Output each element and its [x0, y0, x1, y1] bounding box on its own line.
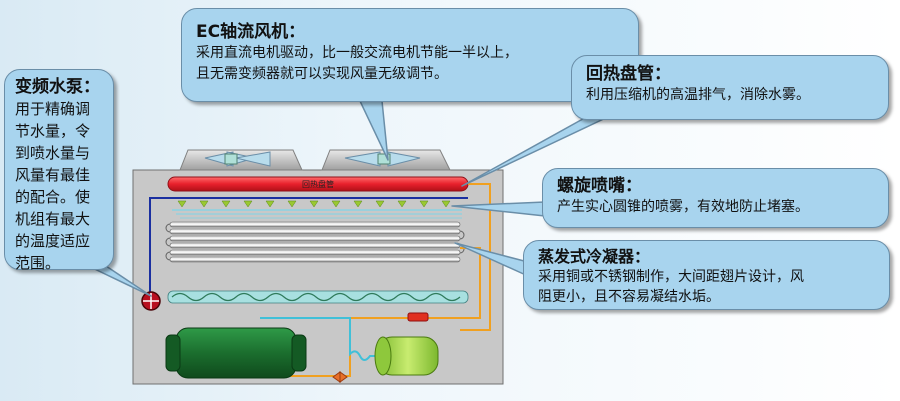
callout-text-line: 机组有最大 [15, 210, 91, 228]
callout-text-line: 用于精确调 [15, 100, 91, 118]
fan-housing-right [321, 149, 451, 171]
callout-ec-fan: EC轴流风机： 采用直流电机驱动，比一般交流电机节能一半以上， 且无需变频器就可… [181, 8, 639, 102]
callout-title: 螺旋喷嘴： [557, 176, 642, 196]
callout-text-line: 采用铜或不锈钢制作，大间距翅片设计，风 [538, 269, 804, 285]
liquid-receiver [374, 336, 439, 376]
callout-spiral-nozzle: 螺旋喷嘴： 产生实心圆锥的喷雾，有效地防止堵塞。 [542, 168, 889, 228]
callout-text-line: 且无需变频器就可以实现风量无级调节。 [196, 66, 448, 82]
hot-gas-segment [407, 312, 429, 322]
callout-text-line: 阻更小，且不容易凝结水垢。 [538, 289, 720, 305]
pump-icon [141, 291, 161, 311]
cyan-line [260, 317, 378, 361]
callout-title: 蒸发式冷凝器： [538, 247, 651, 266]
spray-mist [172, 209, 462, 219]
fan-icon [204, 151, 271, 167]
fan-icon [344, 151, 421, 167]
callout-title: EC轴流风机： [196, 22, 306, 42]
callout-text-line: 范围。 [15, 254, 61, 272]
callout-text-line: 到喷水量与 [15, 144, 91, 162]
callout-text-line: 的配合。使 [15, 188, 91, 206]
fan-housing-left [179, 149, 303, 171]
water-basin [167, 290, 469, 304]
callout-title: 回热盘管： [586, 64, 671, 84]
callout-reheat-coil: 回热盘管： 利用压缩机的高温排气，消除水雾。 [571, 55, 889, 120]
callout-text-line: 利用压缩机的高温排气，消除水雾。 [586, 87, 810, 103]
callout-variable-pump: 变频水泵： 用于精确调 节水量，令 到喷水量与 风量有最佳 的配合。使 机组有最… [4, 69, 114, 272]
callout-text-line: 节水量，令 [15, 122, 91, 140]
callout-evaporative-condenser: 蒸发式冷凝器： 采用铜或不锈钢制作，大间距翅片设计，风 阻更小，且不容易凝结水垢… [523, 240, 890, 310]
callout-title: 变频水泵： [15, 77, 100, 97]
reheat-coil-label: 回热盘管 [302, 179, 334, 189]
callout-pointers [79, 100, 613, 297]
compressor [165, 327, 307, 379]
valve-icon [332, 371, 348, 383]
callout-text-line: 风量有最佳 [15, 166, 91, 184]
condenser-coil [165, 221, 465, 263]
callout-text-line: 的温度适应 [15, 232, 91, 250]
callout-text-line: 产生实心圆锥的喷雾，有效地防止堵塞。 [557, 199, 809, 215]
water-pipe [149, 197, 468, 300]
spray-nozzles [177, 200, 451, 208]
callout-text-line: 采用直流电机驱动，比一般交流电机节能一半以上， [196, 45, 518, 61]
